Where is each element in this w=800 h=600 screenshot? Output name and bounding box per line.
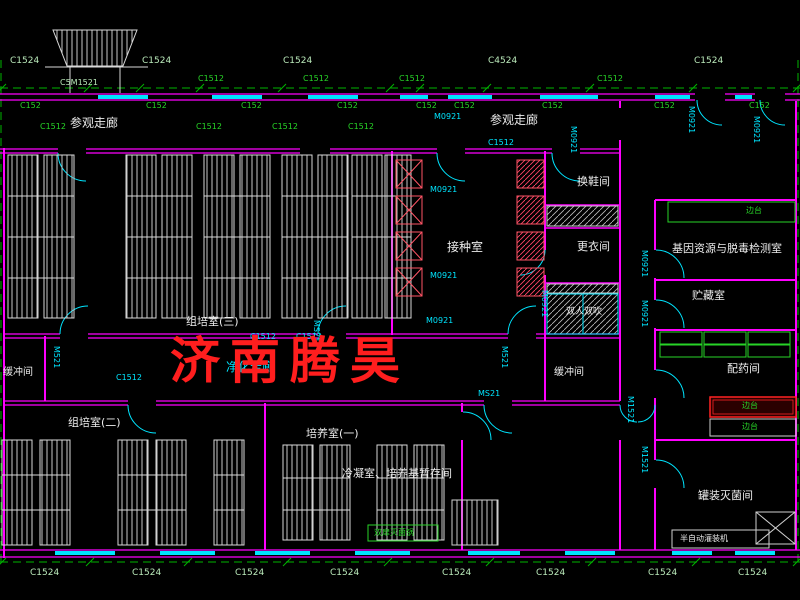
- wall-top-band: [0, 93, 800, 558]
- right-benches: [659, 201, 797, 549]
- bench-highlight-red: [709, 396, 797, 418]
- wall-right-rooms: [655, 199, 797, 441]
- walls: [0, 93, 800, 558]
- racks-room-3: [7, 154, 412, 319]
- watermark-text: 济南腾昊: [170, 331, 410, 390]
- racks-room-2: [1, 439, 245, 546]
- racks-room-1: [282, 444, 445, 541]
- wall-changing-rooms: [545, 204, 620, 284]
- dimension-ticks-top: [0, 83, 800, 93]
- sterilizer-equipment: [755, 511, 796, 545]
- entrance-hatch: [45, 29, 148, 93]
- dimension-lines: [0, 60, 800, 567]
- double-door-sterilizer: [367, 499, 499, 546]
- windows: [55, 95, 775, 555]
- inoculation-benches-left: [395, 159, 423, 297]
- inoculation-benches-right: [516, 159, 545, 297]
- filling-machine-box: [671, 529, 770, 549]
- dimension-ticks-bottom: [0, 557, 800, 567]
- changing-fixtures: [546, 205, 619, 335]
